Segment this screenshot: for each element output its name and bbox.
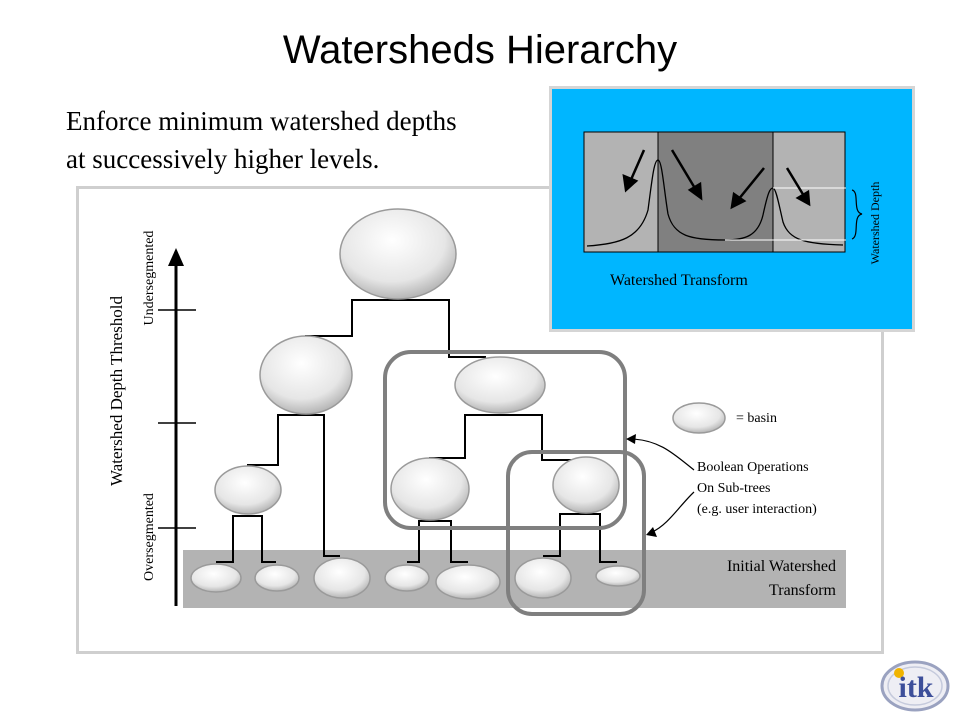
annotation-line-3: (e.g. user interaction) xyxy=(697,502,817,517)
itk-logo: itk xyxy=(880,660,950,712)
basin-level3-b xyxy=(390,457,470,521)
axis-arrowhead xyxy=(168,248,184,266)
inset-region-left xyxy=(583,131,659,253)
inset-depth-brace xyxy=(851,189,863,240)
slide-subtitle: Enforce minimum watershed depths at succ… xyxy=(66,102,546,178)
flow-arrow-2 xyxy=(670,149,698,191)
basin-leaf-3 xyxy=(313,557,371,599)
subtree-box-small xyxy=(506,450,646,616)
connector-mid-a xyxy=(407,520,430,563)
annotation-arrowhead-upper xyxy=(626,434,636,444)
basin-legend-swatch xyxy=(672,402,726,434)
annotation-text: Boolean Operations On Sub-trees (e.g. us… xyxy=(697,457,817,520)
basin-root xyxy=(339,208,457,300)
basin-leaf-5 xyxy=(435,564,501,600)
tree-connectors xyxy=(216,299,617,563)
subtitle-line-2: at successively higher levels. xyxy=(66,144,380,174)
basin-level3-c xyxy=(552,456,620,514)
annotation-arrow-lower xyxy=(651,491,695,533)
flow-arrow-3 xyxy=(737,167,765,201)
subtree-box-large xyxy=(383,350,627,530)
annotation-line-1: Boolean Operations xyxy=(697,460,809,475)
annotation-arrow-upper xyxy=(631,438,695,471)
inset-region-middle xyxy=(657,131,774,253)
inset-caption: Watershed Transform xyxy=(610,272,748,289)
connector-root-right xyxy=(398,299,486,358)
basin-level2-right xyxy=(454,356,546,414)
basin-leaf-7 xyxy=(595,565,641,587)
connector-right-mid-a xyxy=(429,414,500,459)
basin-level3-a xyxy=(214,465,282,515)
slide-title: Watersheds Hierarchy xyxy=(282,28,678,72)
basin-level2-left xyxy=(259,335,353,415)
band-label: Initial Watershed Transform xyxy=(640,555,836,603)
flow-arrow-2-head xyxy=(687,181,703,201)
flow-arrow-4 xyxy=(785,167,806,197)
connector-small-left-a xyxy=(216,515,248,563)
basin-leaf-6 xyxy=(514,557,572,599)
inset-intensity-curve xyxy=(586,159,844,247)
flow-arrow-1 xyxy=(628,149,646,183)
inset-flow-arrows xyxy=(622,149,811,210)
basin-leaf-4 xyxy=(384,564,430,592)
flow-arrow-3-head xyxy=(730,191,747,210)
connector-left-mid-a xyxy=(247,414,305,466)
basins xyxy=(190,208,726,600)
basin-leaf-1 xyxy=(190,563,242,593)
flow-arrow-4-head xyxy=(795,189,811,207)
connector-right-mid-b xyxy=(500,414,572,461)
itk-logo-text: itk xyxy=(898,671,933,704)
connector-root-left xyxy=(305,299,398,337)
band-label-line-1: Initial Watershed xyxy=(726,558,836,575)
flow-arrow-1-head xyxy=(622,174,639,193)
subtitle-line-1: Enforce minimum watershed depths xyxy=(66,106,457,136)
annotation-arrowhead-lower xyxy=(646,527,657,537)
connector-right-b xyxy=(586,513,617,563)
connector-small-left-b xyxy=(248,515,276,563)
band-label-line-2: Transform xyxy=(769,582,836,599)
connector-mid-b xyxy=(430,520,468,563)
annotation-line-2: On Sub-trees xyxy=(697,481,771,496)
connector-right-a xyxy=(543,513,586,557)
basin-legend-label: = basin xyxy=(736,411,777,426)
basin-leaf-2 xyxy=(254,564,300,592)
inset-depth-label: Watershed Depth xyxy=(868,181,882,265)
connector-left-mid-b xyxy=(305,414,340,557)
